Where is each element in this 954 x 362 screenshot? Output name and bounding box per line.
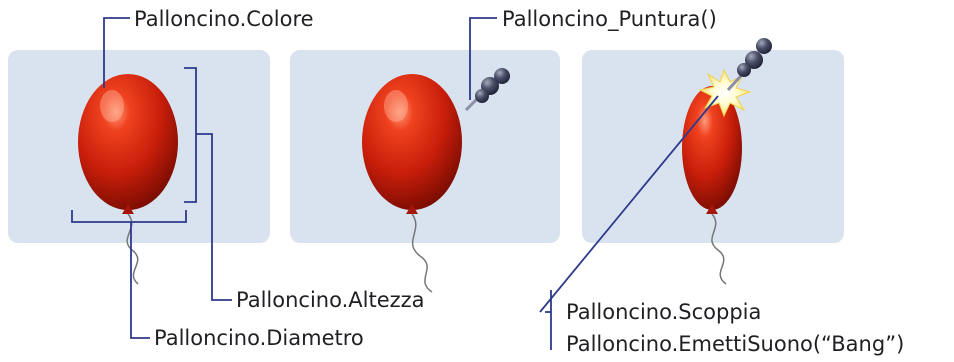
label-color: Palloncino.Colore [134,9,314,30]
balloon-1 [78,74,178,284]
label-puncture: Palloncino_Puntura() [502,9,717,30]
label-height: Palloncino.Altezza [236,290,425,311]
pin-icon [466,68,510,110]
connector-height [196,134,232,300]
balloon-3-popping [682,86,742,284]
label-diameter: Palloncino.Diametro [154,328,364,349]
label-pop: Palloncino.Scoppia [566,302,761,323]
pin-icon [728,38,772,90]
connector-pop-diagonal [540,96,718,312]
height-bracket [184,68,196,202]
label-sound: Palloncino.EmettiSuono(“Bang”) [566,334,904,355]
balloon-2 [362,74,462,292]
